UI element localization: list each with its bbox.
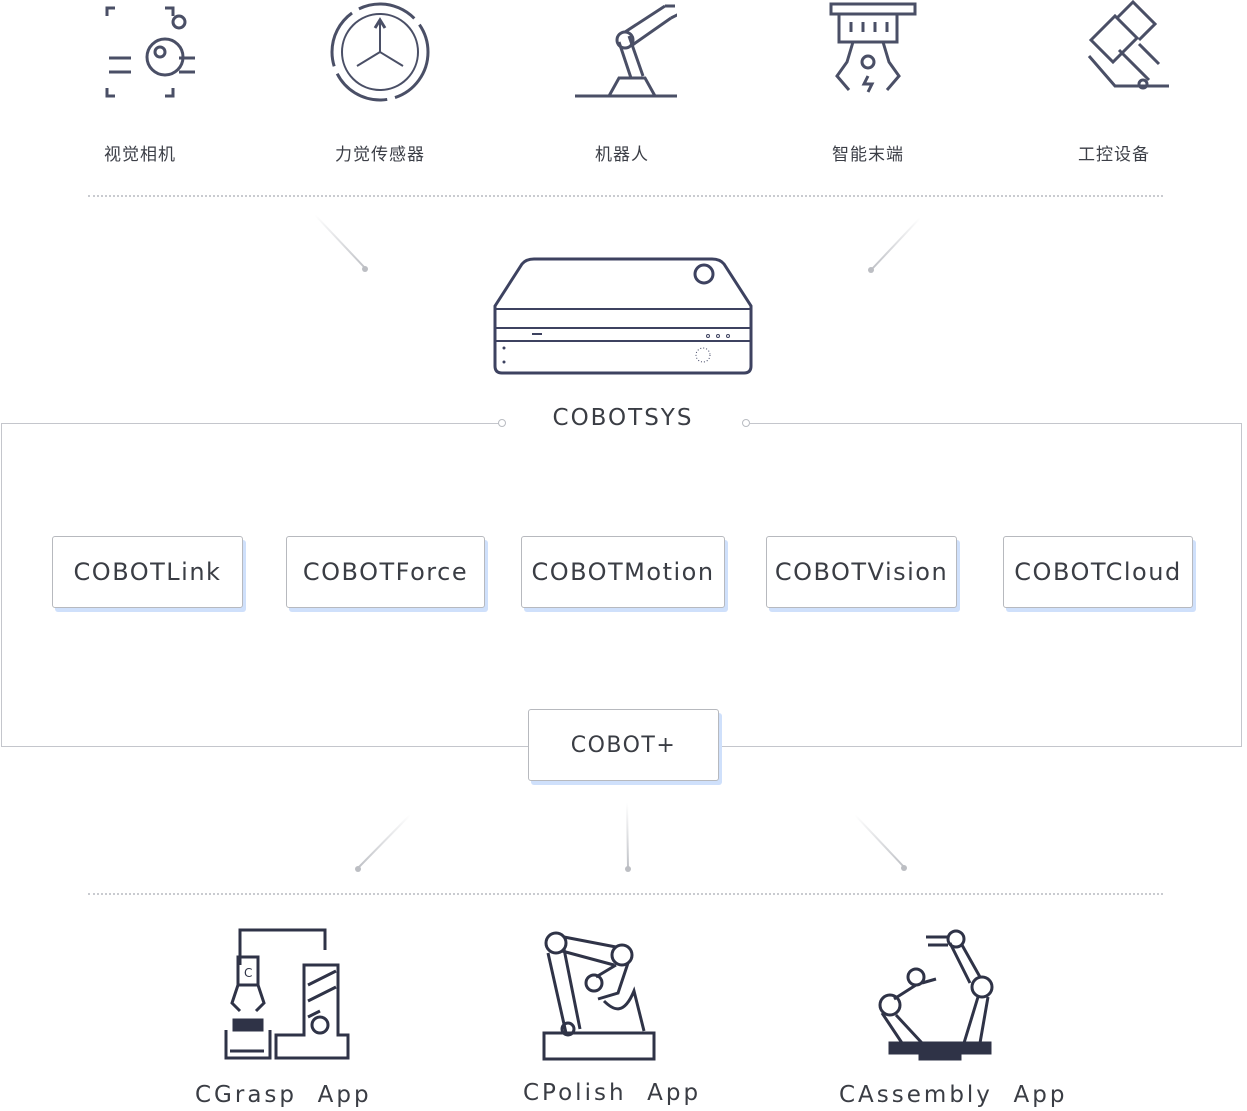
module-cobotvision[interactable]: COBOTVision (766, 536, 957, 608)
force-sensor-icon (300, 0, 460, 105)
svg-text:C: C (244, 966, 252, 980)
frame-top-line-left (1, 423, 499, 424)
input-label-force-sensor: 力觉传感器 (335, 145, 425, 165)
platform-cobot-plus[interactable]: COBOT+ (528, 709, 719, 781)
grasp-robot-icon: C (224, 928, 350, 1060)
camera-icon (60, 0, 220, 105)
assembly-robot-icon (878, 929, 994, 1061)
module-cobotmotion[interactable]: COBOTMotion (521, 536, 725, 608)
industrial-control-icon (1034, 0, 1194, 105)
frame-node-right (742, 419, 750, 427)
app-label-cgrasp: CGrasp App (195, 1082, 372, 1108)
frame-top-line-right (750, 423, 1241, 424)
module-cobotlink[interactable]: COBOTLink (52, 536, 243, 608)
controller-box-icon (493, 257, 753, 375)
polish-robot-icon (542, 931, 656, 1061)
app-label-cpolish: CPolish App (523, 1080, 702, 1106)
input-label-end-effector: 智能末端 (832, 145, 904, 165)
gripper-icon (788, 0, 948, 105)
frame-node-left (498, 419, 506, 427)
app-label-cassembly: CAssembly App (839, 1082, 1068, 1108)
divider-dotted-top (88, 195, 1163, 197)
input-label-camera: 视觉相机 (104, 145, 176, 165)
robot-arm-icon (542, 0, 702, 105)
module-cobotcloud[interactable]: COBOTCloud (1003, 536, 1193, 608)
input-label-robot: 机器人 (595, 145, 649, 165)
divider-dotted-bottom (88, 893, 1163, 895)
module-cobotforce[interactable]: COBOTForce (286, 536, 485, 608)
system-title: COBOTSYS (552, 405, 694, 431)
input-label-industrial-control: 工控设备 (1078, 145, 1150, 165)
